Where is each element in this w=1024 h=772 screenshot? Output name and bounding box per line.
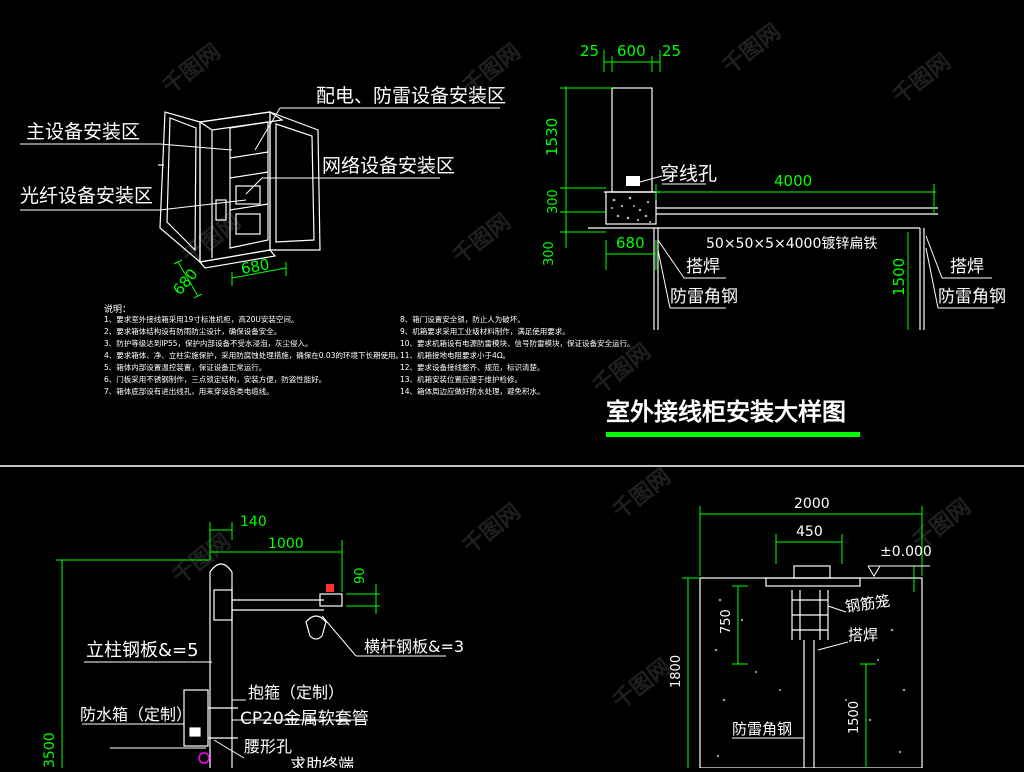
label-arm-plate: 横杆钢板&=3 — [364, 637, 464, 656]
cabinet-section — [588, 87, 938, 330]
foundation-dimensions — [682, 506, 923, 768]
indicator-light — [326, 584, 334, 592]
note-item: 14、箱体周边应做好防水处理，避免积水。 — [400, 386, 545, 396]
note-item: 4、要求箱体、净、立柱实施保护，采用防腐蚀处理措施，确保在0.03的环境下长期使… — [104, 350, 403, 360]
dim-4000: 4000 — [774, 172, 812, 190]
dim-1000: 1000 — [268, 536, 304, 552]
title-underline — [606, 432, 860, 437]
section-dimensions — [560, 50, 936, 330]
label-angle-steel: 防雷角钢 — [732, 720, 792, 738]
dim-1500-bottom: 1500 — [847, 701, 862, 734]
dim-300-upper: 300 — [546, 189, 561, 214]
label-weld-left: 搭焊 — [686, 257, 720, 277]
dim-90: 90 — [353, 567, 368, 584]
dim-cabinet-width: 680 — [240, 255, 271, 278]
label-slot: 腰形孔 — [244, 737, 292, 756]
note-item: 11、机箱接地电阻要求小于4Ω。 — [400, 350, 510, 360]
note-item: 3、防护等级达到IP55，保护内部设备不受水浸泡，灰尘侵入。 — [104, 338, 313, 348]
dim-top-left: 25 — [580, 42, 599, 60]
dim-top-mid: 600 — [617, 42, 646, 60]
label-main-area: 主设备安装区 — [26, 121, 140, 143]
pole-dimensions — [56, 522, 380, 768]
pole-elevation — [183, 563, 343, 768]
label-cable-hole: 穿线孔 — [660, 163, 717, 185]
cabinet-isometric — [158, 111, 321, 269]
label-help-terminal: 求助终端 — [290, 755, 354, 768]
dim-750: 750 — [719, 609, 734, 634]
cable-hole-marker — [626, 176, 640, 186]
foundation-callouts — [732, 605, 849, 739]
label-flat-steel: 50×50×5×4000镀锌扁铁 — [706, 235, 877, 252]
concrete-hatch — [611, 196, 651, 223]
label-weld: 搭焊 — [848, 626, 878, 644]
note-item: 5、箱体内部设置温控装置，保证设备正常运行。 — [104, 362, 266, 372]
drawing-title: 室外接线柜安装大样图 — [606, 398, 846, 426]
label-water-box: 防水箱（定制） — [80, 705, 192, 724]
level-marker — [867, 565, 930, 577]
dim-680: 680 — [616, 234, 645, 252]
dim-450: 450 — [796, 524, 823, 540]
pole-base-marker — [198, 752, 210, 764]
dim-140: 140 — [240, 514, 267, 530]
dim-1800: 1800 — [669, 655, 684, 688]
weld-callouts — [657, 235, 994, 309]
note-item: 2、要求箱体结构设有防雨防尘设计，确保设备安全。 — [104, 326, 281, 336]
dim-2000: 2000 — [794, 496, 830, 512]
notes-right: 8、箱门设置安全锁，防止人为破坏。 9、机箱要求采用工业级材料制作，满足使用要求… — [400, 314, 635, 396]
label-fiber-area: 光纤设备安装区 — [20, 185, 153, 207]
dim-3500: 3500 — [42, 732, 58, 768]
cabinet-dimensions — [173, 259, 287, 299]
cabinet-labels: 配电、防雷设备安装区 主设备安装区 光纤设备安装区 网络设备安装区 — [20, 85, 506, 211]
note-item: 8、箱门设置安全锁，防止人为破坏。 — [400, 314, 525, 324]
note-item: 9、机箱要求采用工业级材料制作，满足使用要求。 — [400, 326, 570, 336]
label-angle-left: 防雷角钢 — [670, 287, 738, 307]
label-power-area: 配电、防雷设备安装区 — [316, 85, 506, 107]
label-hoop: 抱箍（定制） — [248, 683, 344, 702]
dim-1530: 1530 — [543, 118, 561, 156]
note-item: 1、要求室外接线箱采用19寸标准机柜，高20U安装空间。 — [104, 314, 298, 324]
label-network-area: 网络设备安装区 — [322, 155, 455, 177]
dim-top-right: 25 — [662, 42, 681, 60]
dim-300-lower: 300 — [542, 241, 557, 266]
label-angle-right: 防雷角钢 — [938, 287, 1006, 307]
note-item: 12、要求设备接线整齐、规范，标识清楚。 — [400, 362, 545, 372]
notes-left: 说明： 1、要求室外接线箱采用19寸标准机柜，高20U安装空间。 2、要求箱体结… — [104, 303, 403, 396]
label-weld-right: 搭焊 — [950, 257, 984, 277]
label-column-plate: 立柱钢板&=5 — [86, 640, 199, 661]
note-item: 13、机箱安装位置应便于维护检修。 — [400, 374, 522, 384]
dim-1500-top: 1500 — [890, 258, 908, 296]
note-item: 10、要求机箱设有电源防雷模块、信号防雷模块，保证设备安全运行。 — [400, 338, 635, 348]
foundation-hatch — [714, 598, 906, 758]
note-item: 7、箱体底部设有进出线孔，用来穿设各类电缆线。 — [104, 386, 274, 396]
level-label: ±0.000 — [880, 544, 932, 560]
notes-header: 说明： — [104, 303, 131, 315]
pole-callouts — [82, 615, 446, 759]
note-item: 6、门板采用不锈钢制作，三点锁定结构，安装方便，防盗性能好。 — [104, 374, 326, 384]
label-conduit: CP20金属软套管 — [240, 709, 369, 729]
